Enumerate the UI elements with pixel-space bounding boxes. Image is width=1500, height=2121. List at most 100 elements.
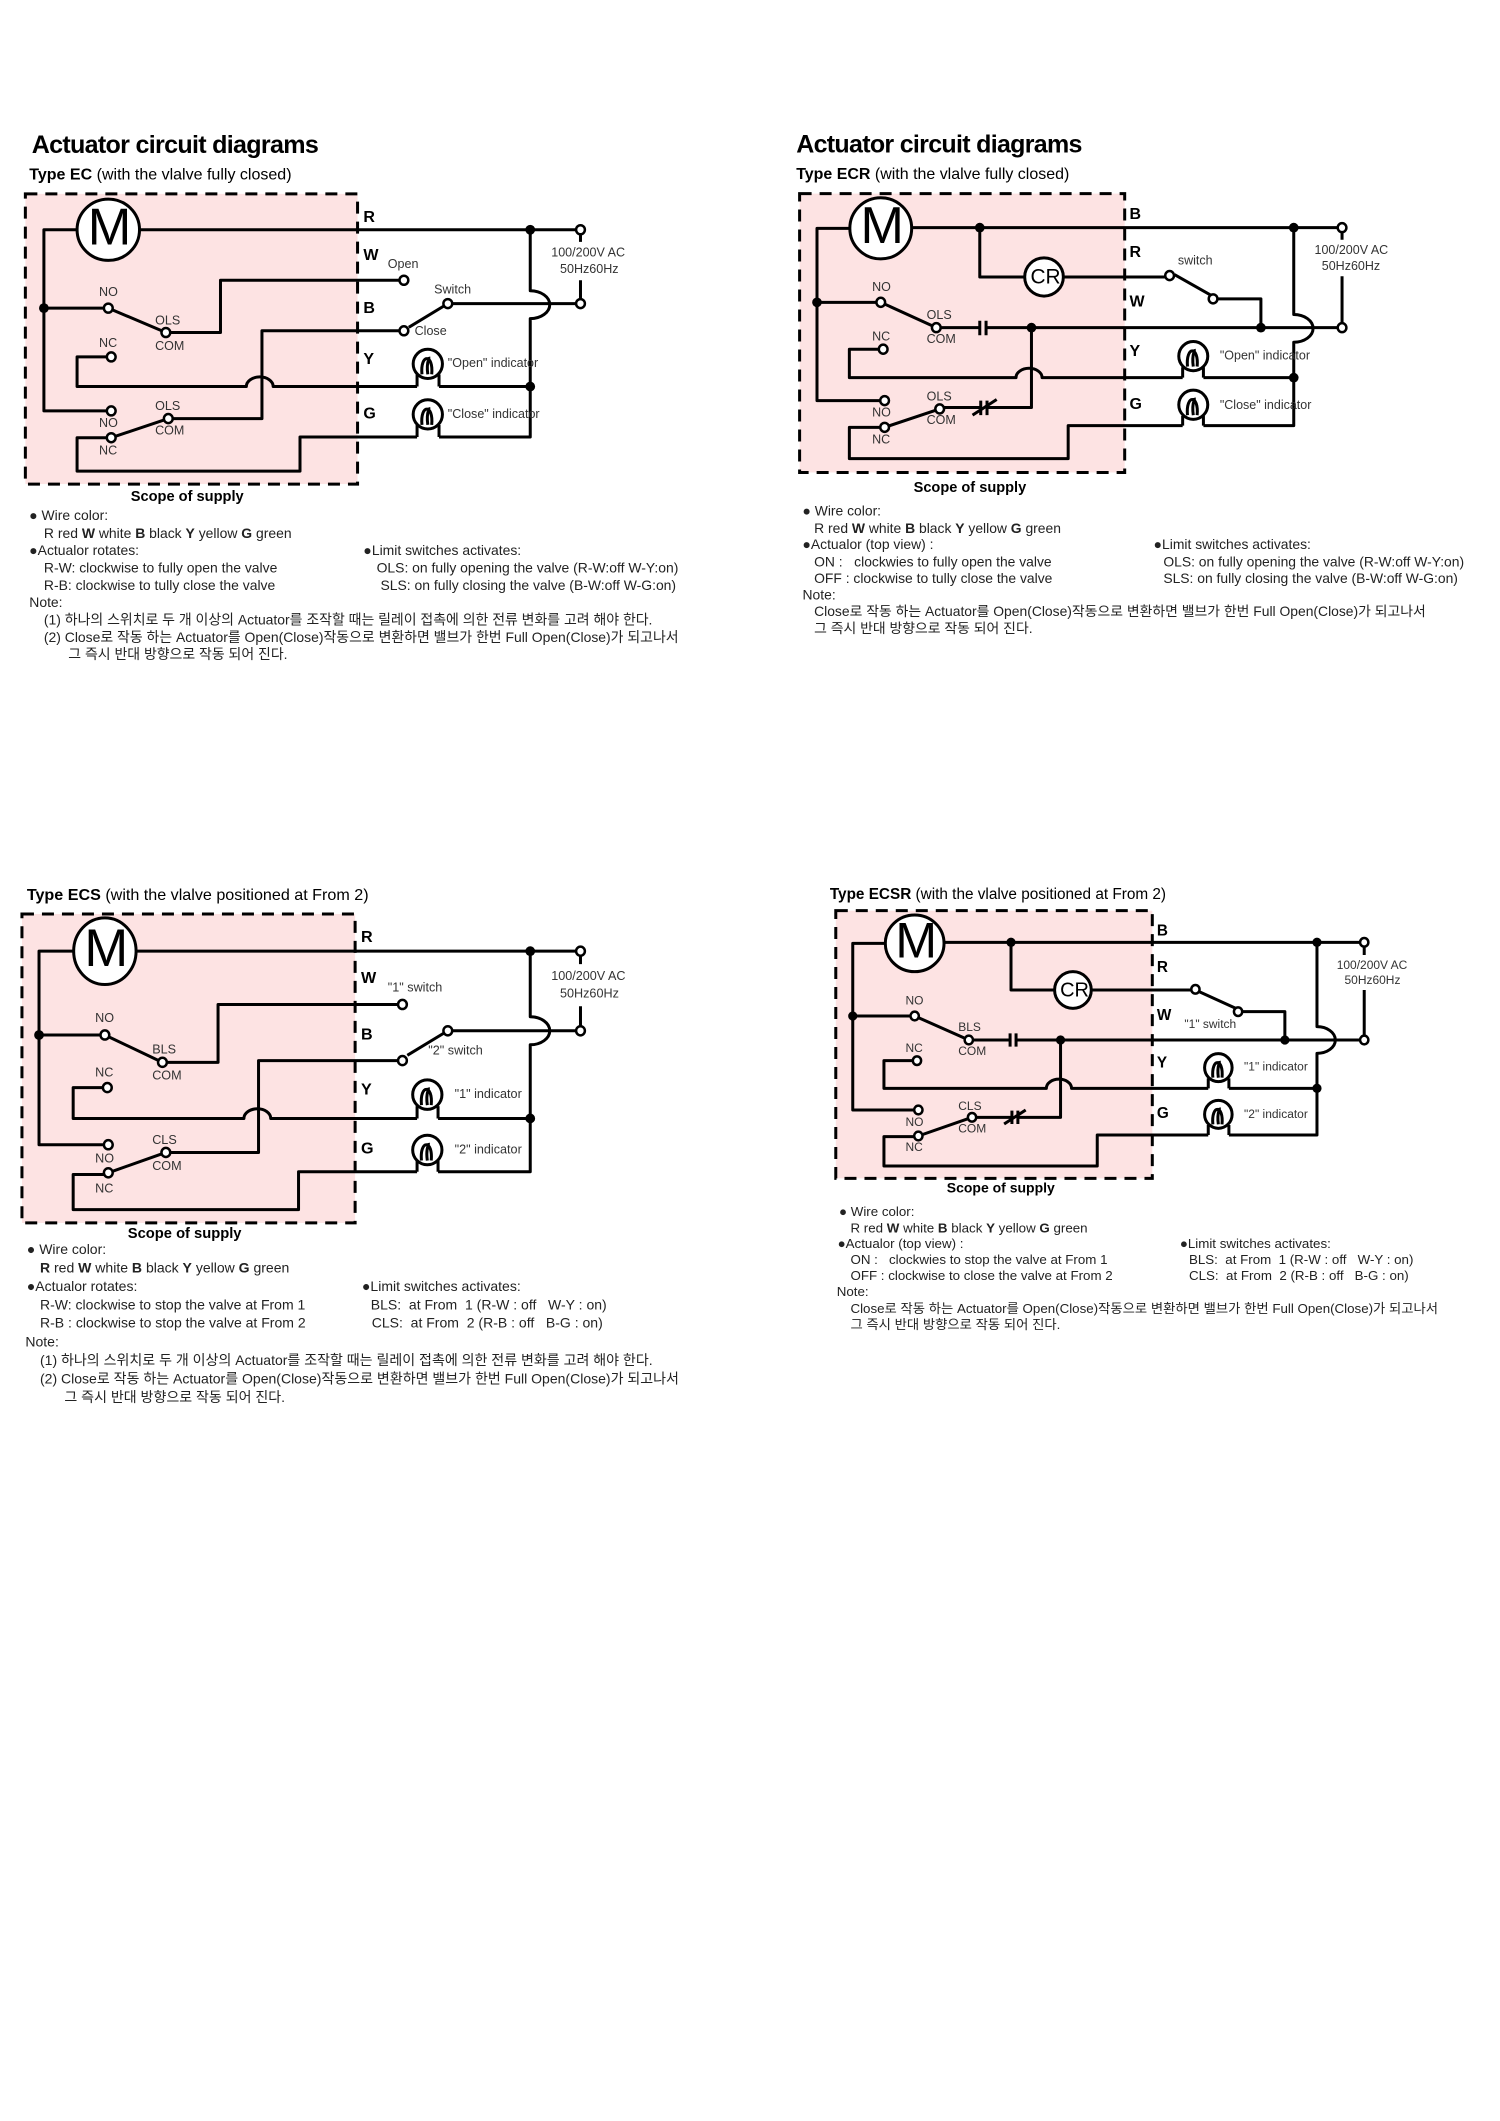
switch-1-label: "1" switch: [388, 980, 443, 994]
scope-of-supply-label: Scope of supply: [947, 1179, 1055, 1195]
switch-contact-label: COM: [927, 413, 956, 427]
terminal-label: W: [1157, 1007, 1172, 1024]
motor-label: M: [84, 919, 128, 978]
limit-switch-label: BLS: [958, 1020, 981, 1034]
terminal-label: R: [1130, 244, 1142, 261]
switch-contact-label: NO: [872, 406, 891, 420]
supply-frequency: 50Hz60Hz: [1344, 973, 1400, 987]
note-heading: Note:: [29, 594, 62, 610]
junction-dots: [848, 937, 1322, 1093]
wire-color-legend: R red W white B black Y yellow G green: [44, 525, 292, 541]
note-line: Close로 작동 하는 Actuator를 Open(Close)작동으로 변…: [814, 603, 1426, 619]
terminals: [911, 938, 1369, 1140]
terminal-label: B: [1130, 206, 1142, 223]
switch-contact-label: NO: [99, 416, 118, 430]
supply-frequency: 50Hz60Hz: [1322, 259, 1380, 273]
motor-icon: [850, 198, 912, 259]
limit-switch-note: OLS: on fully opening the valve (R-W:off…: [1163, 553, 1464, 569]
rotation-note: R-W: clockwise to fully open the valve: [44, 559, 278, 575]
motor-icon: [74, 918, 136, 985]
junction-dots: [39, 224, 536, 392]
terminal-label: Y: [1130, 343, 1141, 360]
indicator-1-label: "1" indicator: [1244, 1060, 1308, 1074]
terminals: [876, 223, 1346, 432]
note-line: 그 즉시 반대 방향으로 작동 되어 진다.: [814, 620, 1032, 636]
limit-switch-note: SLS: on fully closing the valve (B-W:off…: [380, 577, 676, 593]
limit-switch-heading: ●Limit switches activates:: [1180, 1236, 1331, 1251]
terminal-label: B: [363, 299, 375, 317]
open-indicator-lamp-icon: [1179, 342, 1208, 371]
switch-1-label: "1" switch: [1184, 1017, 1236, 1031]
note-heading: Note:: [25, 1334, 59, 1350]
limit-switch-heading: ●Limit switches activates:: [362, 1278, 521, 1294]
note-line: (1) 하나의 스위치로 두 개 이상의 Actuator를 조작할 때는 릴레…: [44, 612, 653, 628]
scope-of-supply-label: Scope of supply: [131, 489, 245, 505]
motor-label: M: [895, 913, 937, 969]
switch-contact-label: NC: [95, 1181, 113, 1195]
note-line: 그 즉시 반대 방향으로 작동 되어 진다.: [68, 646, 287, 662]
terminal-label: W: [363, 246, 379, 264]
terminal-label: R: [1157, 959, 1168, 976]
open-indicator-lamp-icon: [413, 349, 442, 378]
open-indicator-label: "Open" indicator: [1220, 348, 1310, 362]
note-line: 그 즉시 반대 방향으로 작동 되어 진다.: [850, 1317, 1060, 1332]
motor-icon: [885, 915, 944, 972]
switch-contact-label: NO: [872, 280, 891, 294]
rotation-note: R-B : clockwise to stop the valve at Fro…: [40, 1315, 306, 1331]
terminal-label: Y: [1157, 1054, 1167, 1071]
limit-switch-note: CLS: at From 2 (R-B : off B-G : on): [1189, 1268, 1409, 1283]
rotation-note: OFF : clockwise to tully close the valve: [814, 570, 1053, 586]
junction-dots: [34, 946, 536, 1124]
wire-color-heading: ● Wire color:: [27, 1241, 106, 1257]
relay-coil-icon: [1055, 972, 1092, 1009]
terminal-label: W: [1130, 294, 1146, 311]
circuit-panel-ecsr: Type ECSR (with the vlalve positioned at…: [830, 886, 1438, 1332]
close-indicator-lamp-icon: [1179, 390, 1208, 419]
terminal-label: Y: [363, 350, 374, 368]
supply-voltage: 100/200V AC: [551, 969, 625, 983]
rotation-heading: ●Actualor (top view) :: [803, 536, 934, 552]
note-line: (2) Close로 작동 하는 Actuator를 Open(Close)작동…: [44, 629, 679, 645]
rotation-note: ON : clockwies to fully open the valve: [814, 553, 1052, 569]
switch-contact-label: NC: [872, 432, 890, 446]
close-label: Close: [415, 324, 447, 338]
limit-switch-label: OLS: [155, 314, 180, 328]
motor-icon: [77, 199, 139, 260]
switch-label: Switch: [434, 282, 471, 296]
note-line: (1) 하나의 스위치로 두 개 이상의 Actuator를 조작할 때는 릴레…: [40, 1352, 653, 1368]
note-heading: Note:: [837, 1284, 869, 1299]
switch-contact-label: COM: [155, 423, 184, 437]
open-indicator-label: "Open" indicator: [448, 356, 538, 370]
switch-contact-label: NO: [906, 1115, 924, 1129]
terminal-label: G: [1157, 1105, 1169, 1122]
page-heading: Actuator circuit diagrams: [32, 131, 318, 159]
switch-contact-label: NO: [95, 1011, 114, 1025]
switch-contact-label: NC: [95, 1066, 113, 1080]
close-indicator-label: "Close" indicator: [1220, 398, 1312, 412]
switch-contact-label: COM: [927, 332, 956, 346]
limit-switch-heading: ●Limit switches activates:: [1154, 536, 1311, 552]
supply-frequency: 50Hz60Hz: [560, 987, 619, 1001]
indicator-2-label: "2" indicator: [455, 1142, 522, 1156]
switch-contact-label: COM: [155, 339, 184, 353]
switch-contact-label: COM: [152, 1069, 181, 1083]
terminals: [100, 947, 584, 1178]
terminal-label: G: [363, 405, 375, 423]
circuit-panel-ecs: Type ECS (with the vlalve positioned at …: [0, 886, 679, 1405]
scope-of-supply-box: [25, 194, 357, 484]
diagram-subtitle: Type ECSR (with the vlalve positioned at…: [830, 886, 1166, 903]
switch-2-label: "2" switch: [428, 1043, 483, 1057]
terminal-label: R: [361, 928, 373, 946]
diagram-subtitle: Type ECS (with the vlalve positioned at …: [27, 886, 369, 904]
circuit-panel-ec: Actuator circuit diagrams Type EC (with …: [0, 131, 679, 662]
terminal-label: G: [361, 1140, 374, 1158]
limit-switch-note: BLS: at From 1 (R-W : off W-Y : on): [371, 1296, 607, 1312]
open-label: Open: [388, 257, 419, 271]
wire-color-heading: ● Wire color:: [803, 502, 882, 518]
rotation-heading: ●Actualor rotates:: [29, 542, 139, 558]
switch-contact-label: COM: [152, 1159, 181, 1173]
rotation-note: R-W: clockwise to stop the valve at From…: [40, 1296, 306, 1312]
switch-contact-label: NC: [906, 1140, 924, 1154]
close-indicator-lamp-icon: [413, 400, 442, 429]
wire-color-legend: R red W white B black Y yellow G green: [850, 1220, 1087, 1235]
